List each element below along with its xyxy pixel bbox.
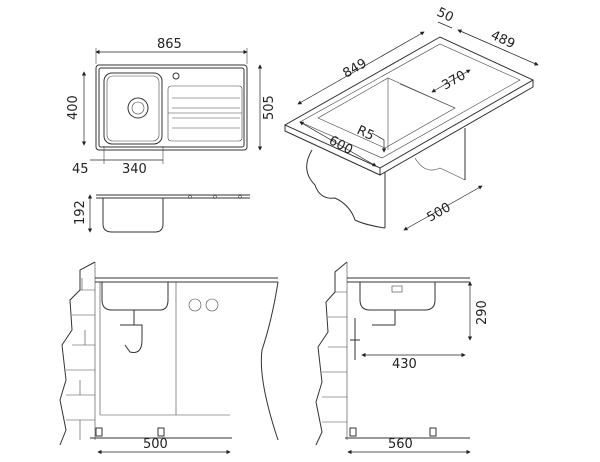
bowl-outline (103, 72, 163, 145)
tap-hole-icon (172, 72, 180, 80)
isometric-view: 849 50 489 370 R5 600 500 (283, 5, 539, 231)
drainer-ribs (167, 85, 243, 142)
top-view: 865 400 505 45 340 (66, 37, 277, 177)
dim-340: 340 (122, 162, 147, 177)
dim-560: 560 (388, 437, 413, 452)
front-section: 500 (59, 261, 279, 455)
side-section: 290 430 560 (315, 261, 490, 455)
dim-50: 50 (434, 5, 455, 26)
logo-mark (391, 285, 403, 293)
sink-outline (95, 64, 248, 151)
dim-505: 505 (262, 95, 277, 120)
dim-489: 489 (488, 28, 517, 52)
dim-290: 290 (475, 300, 490, 325)
side-view: 192 (73, 194, 250, 233)
wall-section (59, 261, 96, 446)
dim-400: 400 (66, 95, 81, 120)
dim-430: 430 (392, 357, 417, 372)
dim-500-iso: 500 (425, 200, 454, 225)
dim-849: 849 (341, 56, 370, 81)
drain-icon (127, 97, 149, 119)
dim-45: 45 (72, 162, 89, 177)
dim-865: 865 (157, 37, 182, 52)
dim-500-front: 500 (143, 437, 168, 452)
dim-192: 192 (73, 200, 88, 225)
